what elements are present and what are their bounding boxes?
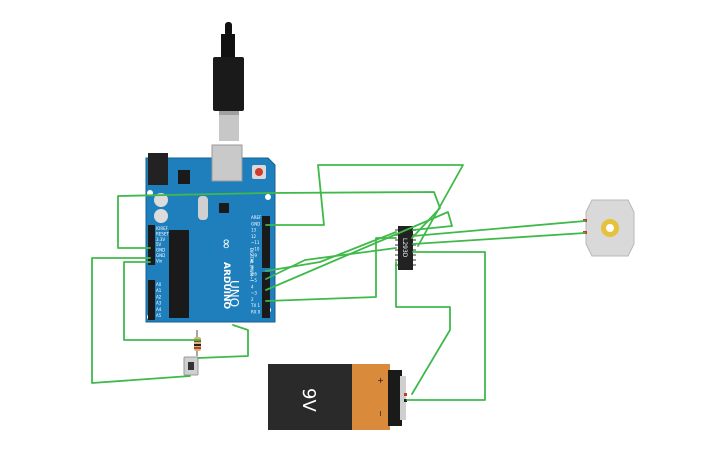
header-pin-label: ~9: [251, 253, 257, 258]
ic-label: L293D: [401, 238, 408, 258]
wire: [412, 220, 586, 237]
power-pin-label: Vin: [156, 258, 163, 263]
header-pin-label: AREF: [251, 215, 262, 220]
arduino-logo-icon: ∞: [218, 238, 234, 250]
board-brand-label: ARDUINO: [221, 262, 231, 310]
header-pin-label: TX 1: [250, 303, 260, 308]
wires[interactable]: [91, 164, 586, 401]
power-header[interactable]: [148, 225, 155, 265]
wire: [265, 211, 453, 291]
power-pin-label: IOREF: [156, 226, 169, 231]
crystal: [198, 196, 208, 220]
capacitor-2: [154, 209, 168, 223]
board-model-label: UNO: [227, 280, 241, 307]
analog-pin-label: A2: [156, 294, 162, 299]
motor-icon[interactable]: [583, 199, 635, 257]
header-pin-label: 12: [251, 234, 257, 239]
header-pin-label: 8: [251, 259, 254, 264]
wire: [265, 247, 397, 280]
analog-header[interactable]: [148, 280, 155, 320]
capacitor-1: [154, 193, 168, 207]
wire: [395, 261, 451, 395]
wire: [265, 164, 464, 247]
analog-pin-label: A1: [156, 288, 162, 293]
header-pin-label: ~10: [251, 247, 260, 252]
digital-header-lower[interactable]: [262, 272, 270, 318]
power-pin-label: 5V: [156, 242, 162, 247]
voltage-regulator: [178, 170, 190, 184]
battery-9v[interactable]: 9V + −: [268, 364, 407, 430]
digital-header-label: DIGITAL (PWM~): [249, 248, 254, 282]
header-pin-label: 7: [251, 265, 254, 270]
power-pin-label: GND: [156, 248, 165, 253]
header-pin-label: ~3: [251, 291, 257, 296]
battery-plus-label: +: [376, 377, 385, 384]
wire: [197, 324, 249, 359]
header-pin-label: ~6: [251, 272, 257, 277]
header-pin-label: ~5: [251, 278, 257, 283]
header-pin-label: ~11: [251, 240, 260, 245]
motor-driver-ic[interactable]: L293D: [395, 226, 416, 270]
analog-pin-label: A4: [156, 307, 162, 312]
battery-minus-label: −: [376, 410, 385, 417]
header-pin-label: 13: [251, 228, 257, 233]
analog-pin-label: A3: [156, 301, 162, 306]
resistor-icon[interactable]: [194, 330, 201, 356]
wire: [123, 261, 201, 341]
power-pin-label: GND: [156, 253, 165, 258]
usb-port: [211, 144, 243, 182]
wire: [406, 251, 486, 401]
wire: [412, 232, 586, 245]
push-button-icon[interactable]: [183, 356, 199, 376]
header-pin-label: GND: [251, 221, 260, 226]
header-pin-label: RX 0: [251, 310, 261, 315]
digital-header-upper[interactable]: [262, 216, 270, 268]
arduino-uno-board[interactable]: ARDUINO UNO DIGITAL (PWM~) ∞ AREFGND1312…: [145, 144, 276, 323]
analog-pin-label: A0: [156, 282, 162, 287]
header-pin-label: 2: [251, 297, 254, 302]
battery-label: 9V: [298, 388, 319, 412]
header-pin-label: 4: [251, 284, 254, 289]
usb-cable-icon: [213, 22, 244, 141]
wire: [265, 231, 397, 272]
analog-pin-label: A5: [156, 313, 162, 318]
usb-chip: [219, 203, 229, 213]
power-pin-label: RESET: [156, 231, 169, 236]
wire: [91, 257, 191, 384]
atmega-chip: [169, 230, 189, 318]
power-pin-label: 3.3V: [156, 237, 165, 242]
power-jack: [148, 153, 168, 185]
